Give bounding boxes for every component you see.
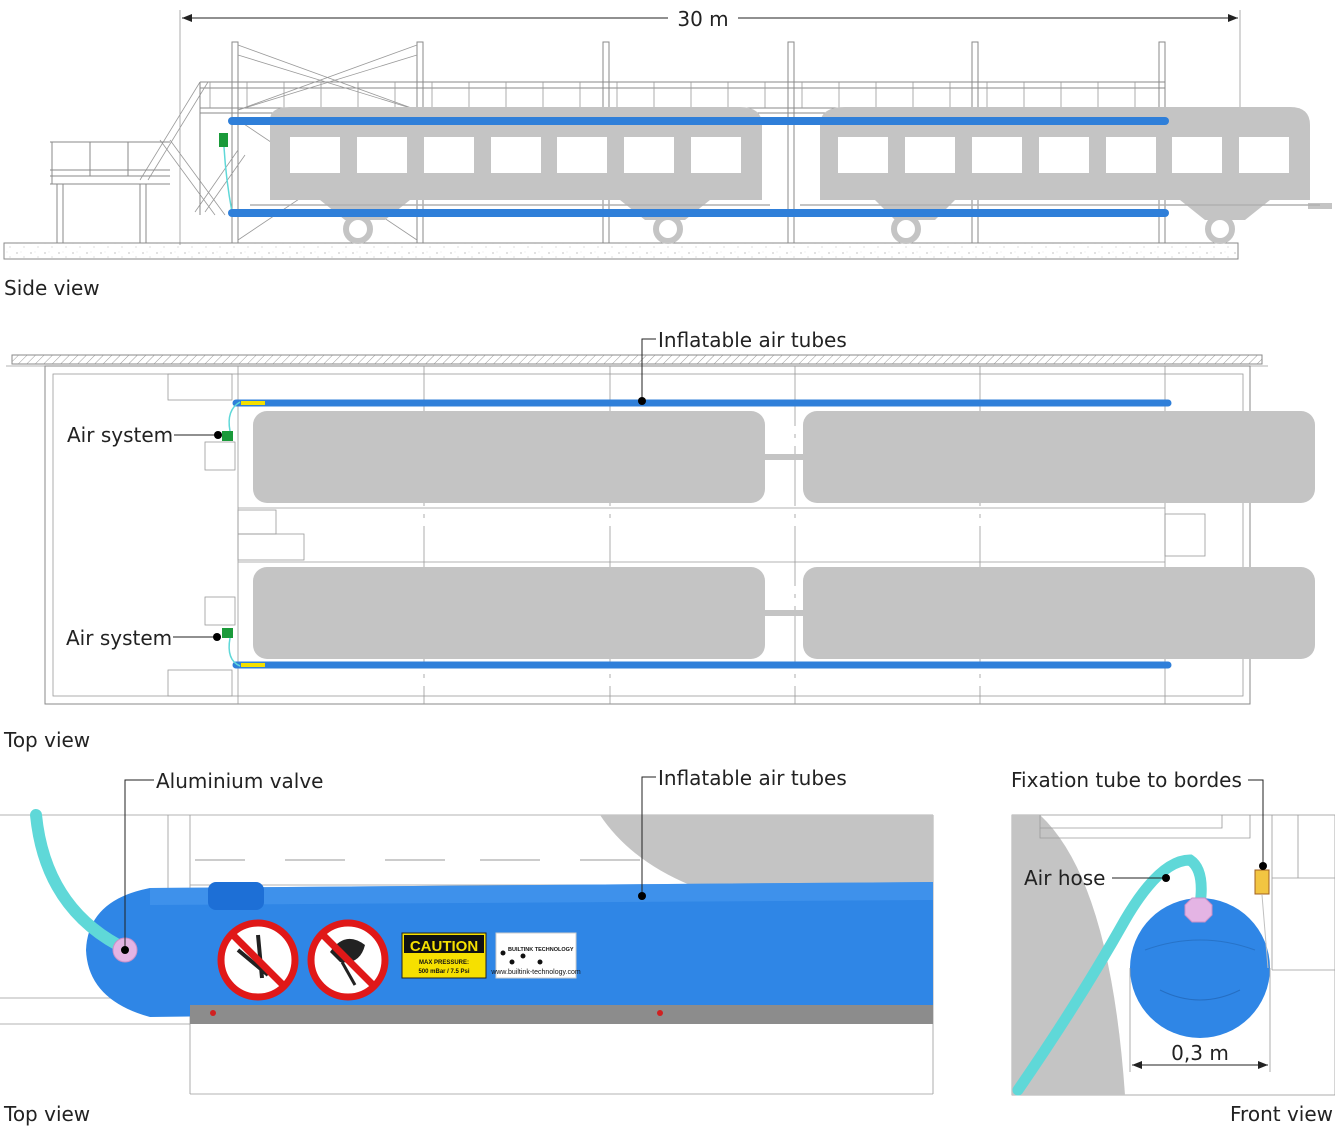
plan-inflatable-tubes-callout: Inflatable air tubes xyxy=(638,328,847,405)
top-view-title: Top view xyxy=(3,728,90,752)
aluminium-valve-label: Aluminium valve xyxy=(156,769,324,793)
plan-lower-air-system-box xyxy=(222,628,233,638)
plan-upper-air-system-callout: Air system xyxy=(67,423,222,447)
length-dimension: 30 m xyxy=(179,7,1241,245)
detail-ground-strip xyxy=(190,1005,933,1024)
brand-website: www.builtink-technology.com xyxy=(490,969,581,976)
plan-lower-air-system-callout: Air system xyxy=(66,626,221,650)
plan-lower-air-system-label: Air system xyxy=(66,626,172,650)
plan-upper-air-system-label: Air system xyxy=(67,423,173,447)
air-hose-label: Air hose xyxy=(1024,866,1105,890)
side-air-hose xyxy=(223,146,233,213)
top-plan-view: Inflatable air tubes Air system Air syst… xyxy=(3,328,1315,752)
side-wagon-right xyxy=(800,107,1332,244)
brand-name: BUILTINK TECHNOLOGY xyxy=(508,947,574,953)
plan-upper-air-system-box xyxy=(222,431,233,441)
air-hose-callout: Air hose xyxy=(1024,866,1170,890)
front-valve xyxy=(1184,897,1213,923)
detail-air-hose xyxy=(30,809,124,951)
detail-wagon-corner xyxy=(600,815,933,885)
front-view: 0,3 m Fixation tube to bordes Air hose F… xyxy=(1011,768,1335,1126)
side-view: 30 m xyxy=(3,7,1332,300)
no-fire-sign xyxy=(307,919,389,1001)
plan-wagons xyxy=(253,411,1315,659)
side-wagon-left xyxy=(250,107,770,244)
caution-sticker: CAUTION MAX PRESSURE: 500 mBar / 7.5 Psi xyxy=(401,932,487,979)
aluminium-valve-callout: Aluminium valve xyxy=(121,769,324,954)
side-air-system-box xyxy=(219,133,228,147)
plan-tube-stickers xyxy=(241,401,265,667)
side-view-title: Side view xyxy=(4,276,100,300)
detail-inflatable-tubes-callout: Inflatable air tubes xyxy=(638,766,847,900)
plan-inflatable-tubes-label: Inflatable air tubes xyxy=(658,328,847,352)
fixation-bracket xyxy=(1254,869,1270,895)
ground-slab xyxy=(3,242,1239,260)
detail-top-view: CAUTION MAX PRESSURE: 500 mBar / 7.5 Psi… xyxy=(0,766,934,1126)
brand-sticker: BUILTINK TECHNOLOGY www.builtink-technol… xyxy=(490,932,581,979)
plan-outline xyxy=(44,365,1251,705)
front-tube-section xyxy=(1130,898,1270,1038)
front-view-title: Front view xyxy=(1230,1102,1333,1126)
no-sharp-objects-sign xyxy=(217,919,299,1001)
front-air-hose xyxy=(1012,854,1207,1096)
detail-top-view-title: Top view xyxy=(3,1102,90,1126)
detail-inflatable-tubes-label: Inflatable air tubes xyxy=(658,766,847,790)
detail-tube-clip xyxy=(208,882,264,910)
tube-diameter-label: 0,3 m xyxy=(1171,1041,1229,1065)
tube-diameter-dimension: 0,3 m xyxy=(1129,968,1271,1072)
plan-roof-edge xyxy=(11,354,1263,365)
caution-title: CAUTION xyxy=(410,938,478,955)
fixation-tube-callout: Fixation tube to bordes xyxy=(1011,768,1267,870)
front-wagon-side xyxy=(1012,815,1125,1095)
fixation-tube-label: Fixation tube to bordes xyxy=(1011,768,1242,792)
length-dimension-label: 30 m xyxy=(677,7,728,31)
caution-line2: 500 mBar / 7.5 Psi xyxy=(418,969,469,975)
caution-line1: MAX PRESSURE: xyxy=(419,960,469,966)
